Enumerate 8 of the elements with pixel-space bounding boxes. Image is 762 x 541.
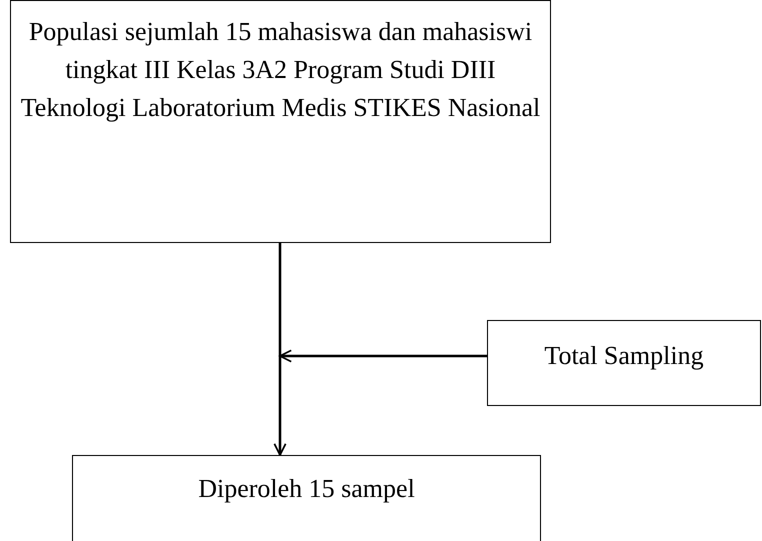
- box-text: Total Sampling: [544, 341, 704, 371]
- process-box: [487, 320, 761, 406]
- box-text: Populasi sejumlah 15 mahasiswa dan mahasiswi tingkat III Kelas 3A2 Program Studi DIII Teknologi Laboratorium Medis STIKES Nasional: [20, 16, 542, 124]
- process-box: [10, 0, 551, 243]
- arrow: [274, 243, 286, 456]
- box-text: Diperoleh 15 sampel: [198, 474, 415, 504]
- process-box: [72, 455, 541, 541]
- arrow: [279, 350, 487, 362]
